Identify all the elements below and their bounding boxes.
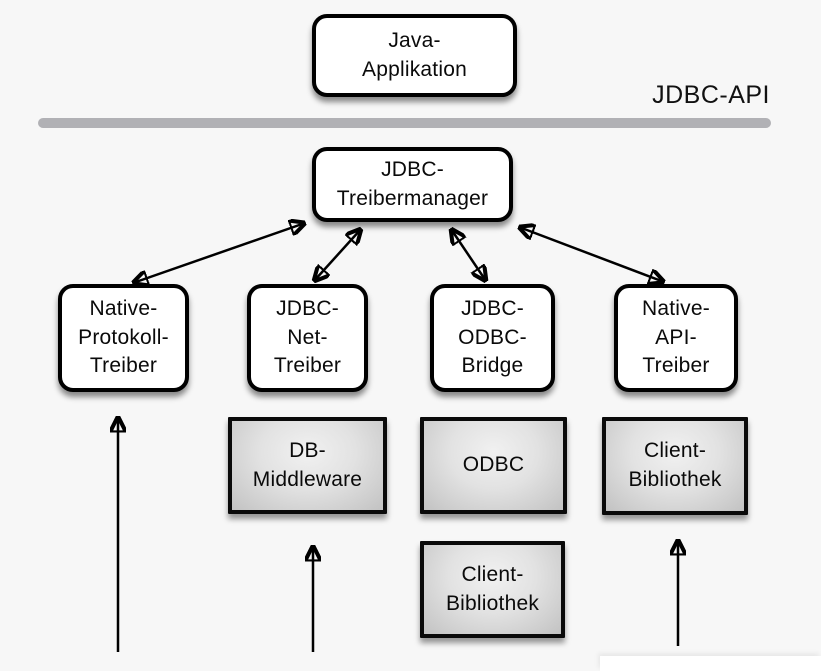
node-label: Native- Protokoll- Treiber: [78, 296, 169, 378]
node-client-bibliothek-odbc: Client- Bibliothek: [602, 417, 748, 515]
node-jdbc-net-treiber: JDBC- Net- Treiber: [247, 284, 368, 392]
node-native-protokoll-treiber: Native- Protokoll- Treiber: [58, 284, 189, 392]
node-label: JDBC- ODBC- Bridge: [458, 296, 527, 378]
jdbc-api-label: JDBC-API: [652, 81, 770, 109]
jdbc-api-divider-line: [38, 118, 771, 128]
node-odbc: ODBC: [420, 417, 567, 514]
node-label: Java- Applikation: [362, 28, 467, 81]
node-label: Native- API- Treiber: [642, 296, 710, 378]
node-jdbc-odbc-bridge: JDBC- ODBC- Bridge: [430, 284, 555, 392]
node-native-api-treiber: Native- API- Treiber: [614, 284, 738, 392]
node-db-middleware: DB- Middleware: [228, 417, 387, 514]
node-jdbc-treibermanager: JDBC- Treibermanager: [312, 147, 513, 222]
node-label: DB- Middleware: [252, 438, 363, 491]
node-label: JDBC- Treibermanager: [336, 157, 489, 210]
node-java-applikation: Java- Applikation: [312, 14, 517, 97]
node-label: Client- Bibliothek: [628, 439, 722, 491]
node-label: JDBC- Net- Treiber: [273, 296, 342, 378]
node-label: ODBC: [462, 453, 525, 477]
arrow-manager-odbc-bridge: [451, 229, 486, 281]
node-label: Client- Bibliothek: [445, 562, 540, 615]
arrow-manager-net-treiber: [314, 229, 361, 281]
cutoff-box-bottom-right: [600, 656, 821, 671]
arrow-manager-native-protokoll: [133, 223, 305, 283]
node-client-bibliothek-native: Client- Bibliothek: [420, 541, 565, 638]
arrow-manager-native-api: [519, 227, 664, 282]
